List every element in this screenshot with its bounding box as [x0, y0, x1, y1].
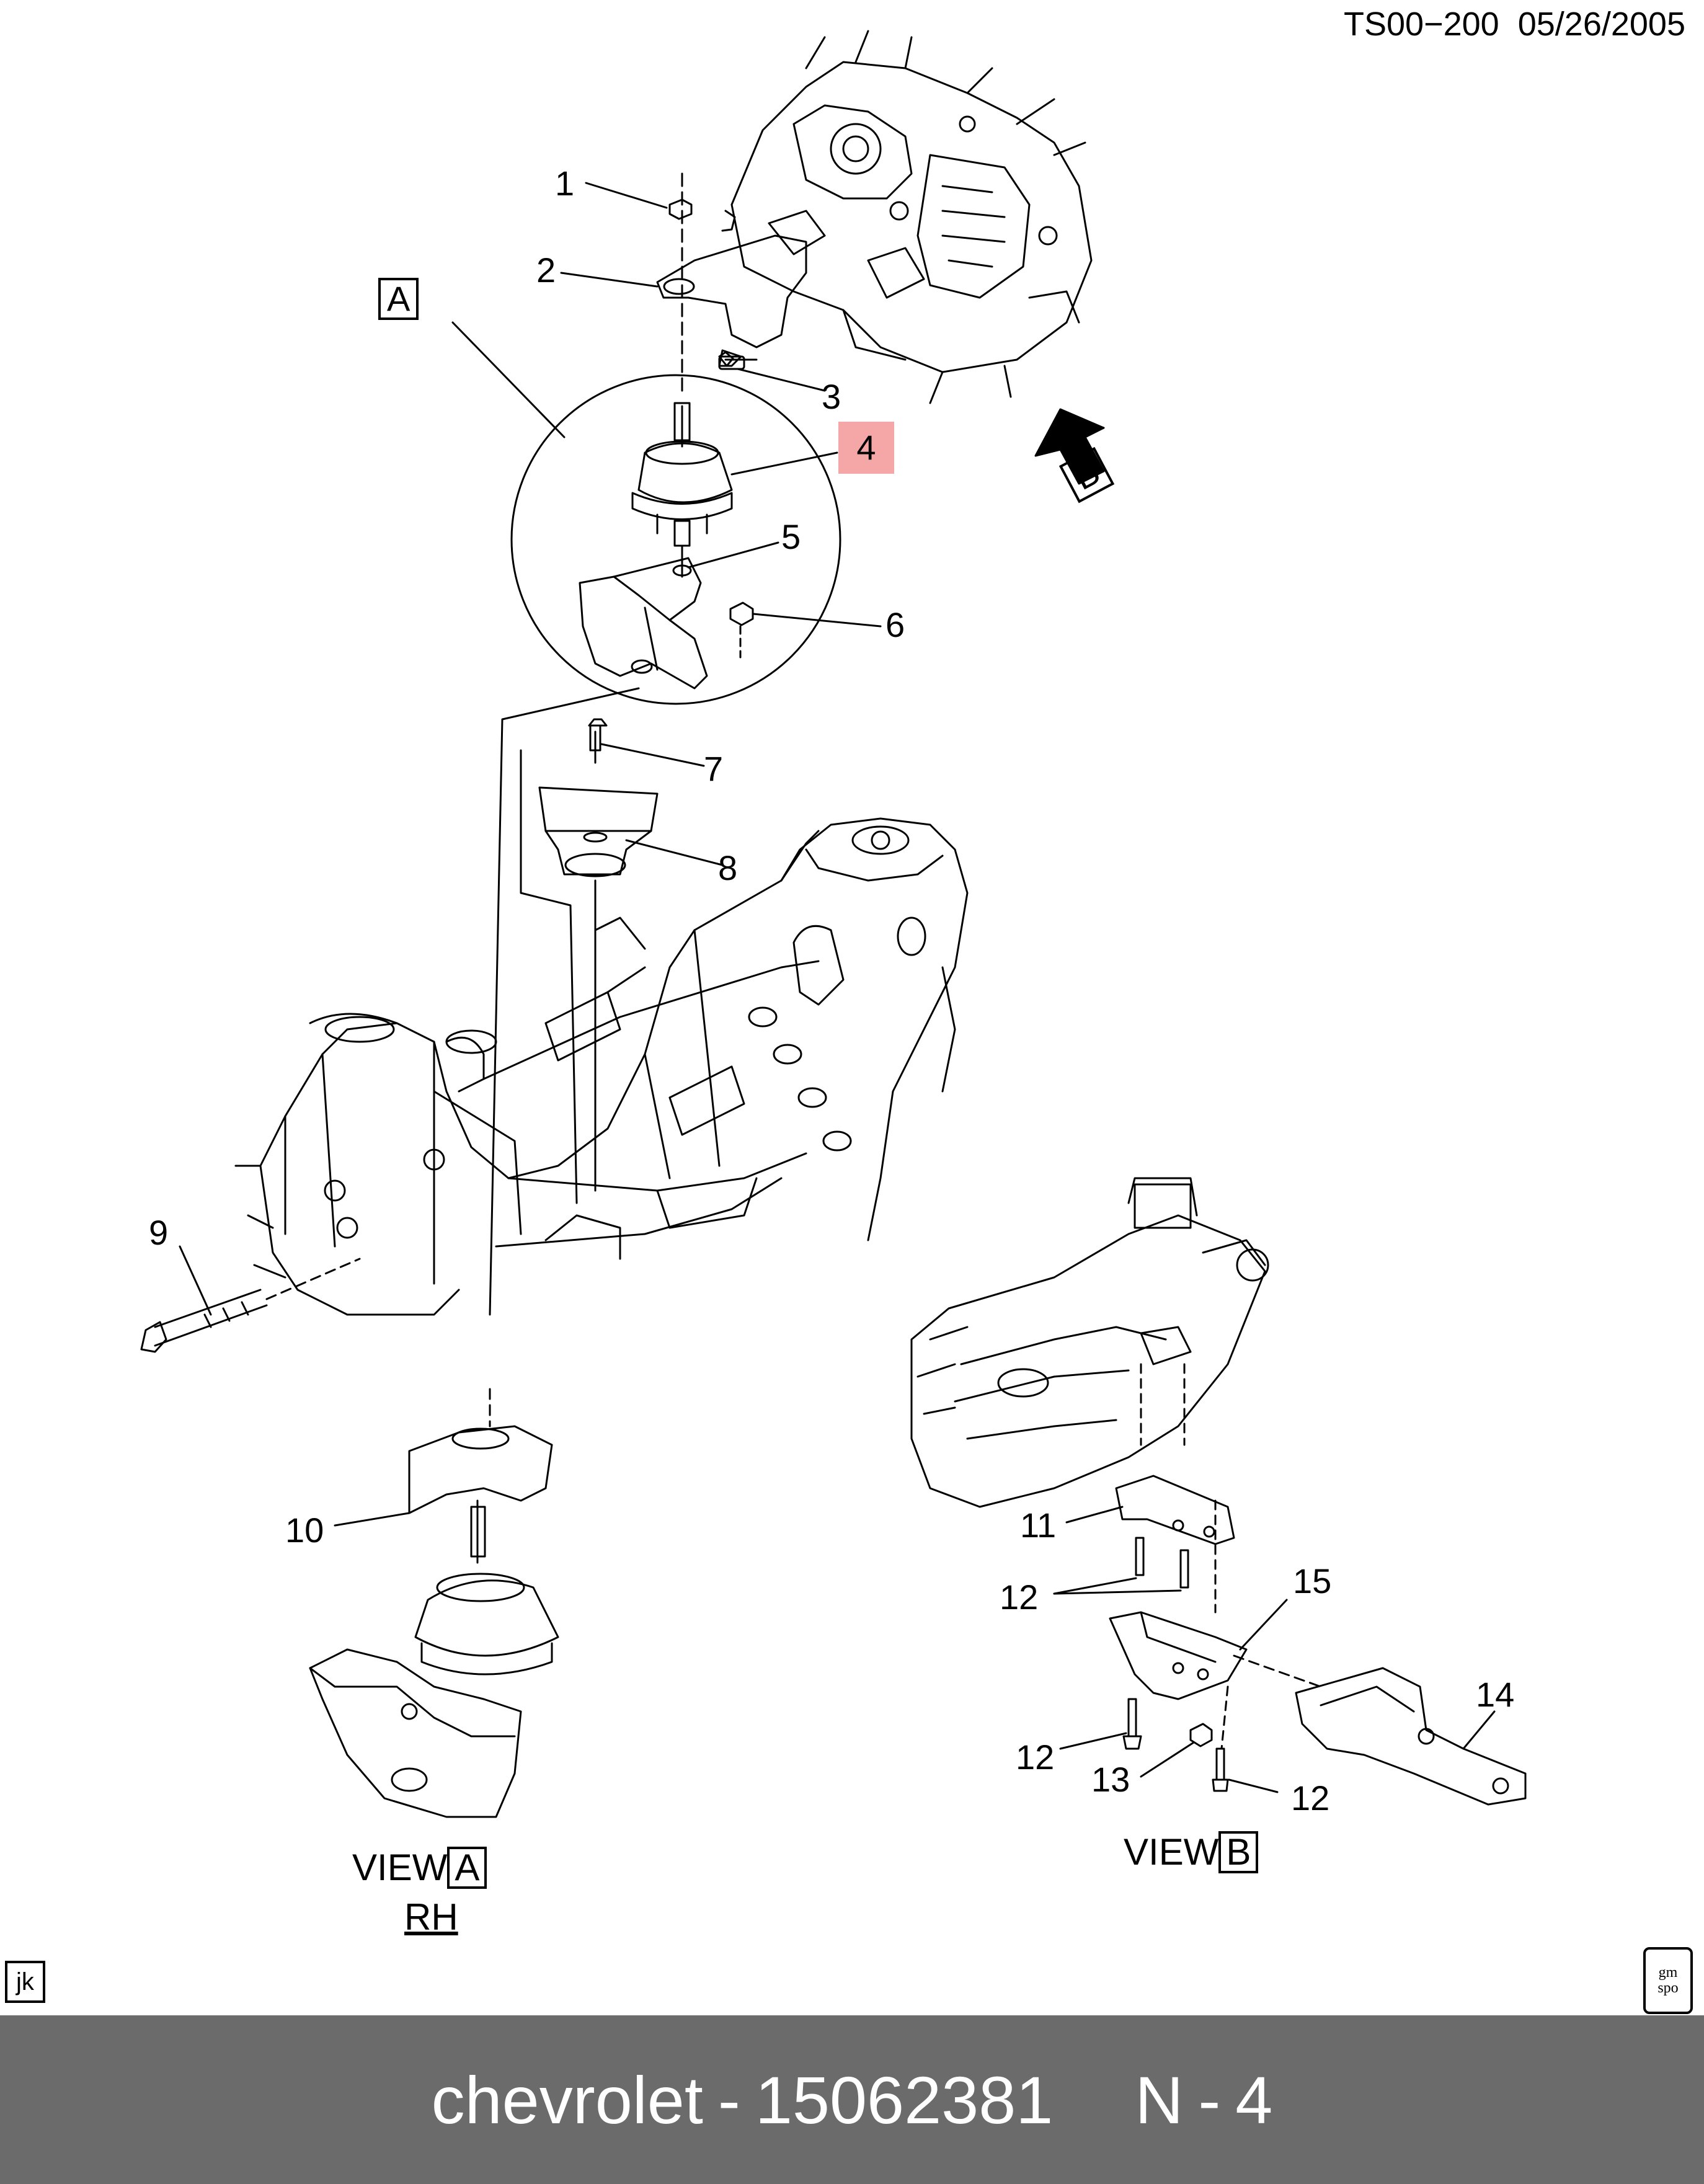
footer-part-number: 15062381 — [755, 2062, 1054, 2137]
view-a-box: A — [447, 1847, 487, 1889]
callout-4-highlighted: 4 — [838, 422, 894, 474]
footer-page-prefix: N — [1135, 2062, 1184, 2137]
view-a-side-label: RH — [404, 1896, 458, 1938]
view-a-marker: A — [378, 278, 419, 320]
callout-12-lower-left: 12 — [1016, 1738, 1055, 1777]
parts-diagram: TS00−200 05/26/2005 — [5, 7, 1693, 2014]
view-b-box: B — [1218, 1831, 1259, 1873]
callout-3: 3 — [822, 377, 841, 416]
drawing-date: 05/26/2005 — [1517, 6, 1685, 43]
view-a-marker-letter: A — [378, 278, 419, 320]
drawing-header: TS00−200 05/26/2005 — [1344, 7, 1685, 41]
part-footer-bar: chevrolet - 15062381 N - 4 — [0, 2015, 1704, 2184]
footer-separator: - — [717, 2062, 740, 2137]
callout-14: 14 — [1476, 1675, 1515, 1714]
footer-brand: chevrolet — [431, 2062, 703, 2137]
callout-leaders — [179, 182, 1496, 1793]
view-b-prefix: VIEW — [1124, 1831, 1219, 1873]
view-a-assembly-drawing — [309, 1388, 559, 1818]
callout-1: 1 — [555, 164, 575, 203]
callout-13: 13 — [1091, 1760, 1130, 1799]
illustrator-initials: jk — [5, 1961, 45, 2003]
direction-arrow-b — [1034, 408, 1105, 485]
callout-6: 6 — [885, 605, 905, 644]
frame-crossmember-drawing — [234, 817, 969, 1316]
callout-12-upper: 12 — [1000, 1578, 1039, 1617]
callout-12-lower-right: 12 — [1291, 1778, 1330, 1818]
gm-spo-logo-line2: spo — [1657, 1980, 1679, 1996]
footer-page-number: 4 — [1235, 2062, 1273, 2137]
callout-7: 7 — [704, 749, 724, 788]
callout-10: 10 — [285, 1511, 324, 1550]
callout-2: 2 — [536, 251, 556, 290]
callout-8: 8 — [718, 848, 738, 887]
callout-11: 11 — [1020, 1506, 1057, 1545]
callout-9: 9 — [149, 1213, 169, 1252]
cover-drawing — [520, 718, 659, 1204]
detail-view-circle — [451, 321, 841, 1316]
mount-bracket-drawing — [656, 172, 807, 392]
view-b-assembly-drawing — [910, 1177, 1527, 1806]
long-bolt-drawing — [140, 1258, 361, 1353]
callout-5: 5 — [781, 517, 801, 556]
view-a-prefix: VIEW — [352, 1847, 448, 1888]
transmission-drawing — [730, 30, 1093, 404]
gm-spo-logo: gm spo — [1643, 1947, 1693, 2014]
gm-spo-logo-line1: gm — [1658, 1964, 1678, 1981]
drawing-id: TS00−200 — [1344, 6, 1499, 43]
footer-page-separator: - — [1198, 2062, 1221, 2137]
diagram-artwork — [140, 30, 1527, 1818]
callout-15: 15 — [1293, 1561, 1332, 1600]
